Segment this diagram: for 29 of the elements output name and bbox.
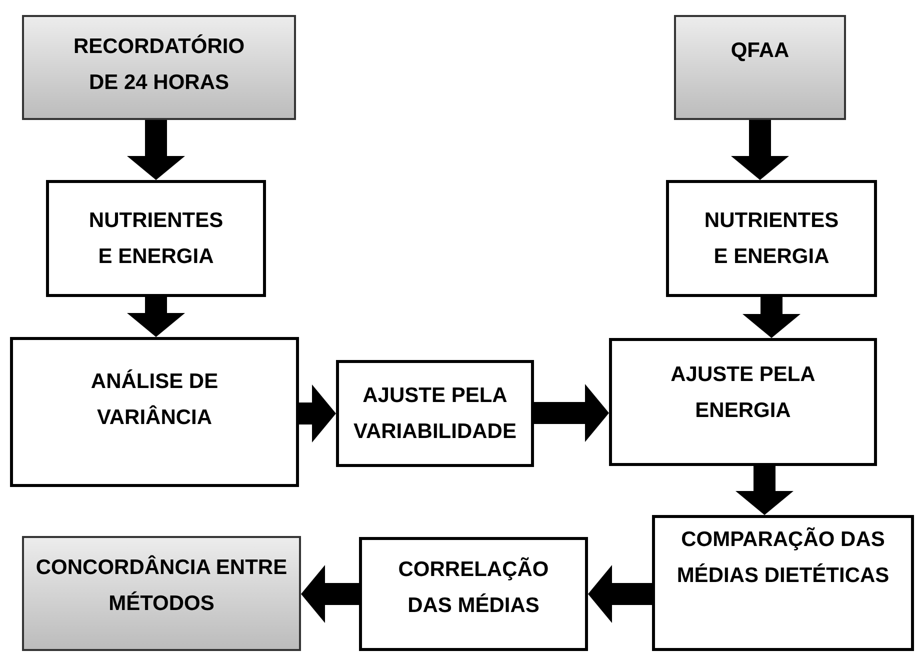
box-label: RECORDATÓRIO DE 24 HORAS [72, 33, 246, 96]
box-label: AJUSTE PELA ENERGIA [670, 362, 816, 424]
box-label: AJUSTE PELA VARIABILIDADE [352, 382, 518, 444]
box-label: ANÁLISE DE VARIÂNCIA [90, 368, 220, 431]
box-label: COMPARAÇÃO DAS MÉDIAS DIETÉTICAS [676, 526, 890, 589]
process-box [336, 360, 534, 467]
block-arrow [127, 120, 185, 180]
block-arrow [301, 565, 359, 623]
process-box [46, 180, 266, 297]
block-arrow [588, 565, 652, 623]
box-label: NUTRIENTES E ENERGIA [703, 208, 840, 270]
start-end-box [674, 15, 846, 120]
block-arrow [742, 297, 800, 338]
box-label: QFAA [730, 38, 790, 64]
block-arrow [731, 120, 789, 180]
process-box [10, 337, 299, 487]
box-label: NUTRIENTES E ENERGIA [88, 208, 224, 270]
start-end-box [22, 15, 296, 120]
box-label: CORRELAÇÃO DAS MÉDIAS [397, 556, 550, 619]
start-end-box [22, 536, 301, 651]
process-box [652, 515, 914, 651]
block-arrow [534, 384, 609, 442]
process-box [359, 537, 588, 651]
box-label: CONCORDÂNCIA ENTRE MÉTODOS [34, 554, 288, 617]
block-arrow [127, 297, 185, 337]
block-arrow [299, 384, 336, 442]
process-box [609, 338, 877, 466]
block-arrow [736, 466, 794, 515]
process-box [666, 180, 877, 297]
